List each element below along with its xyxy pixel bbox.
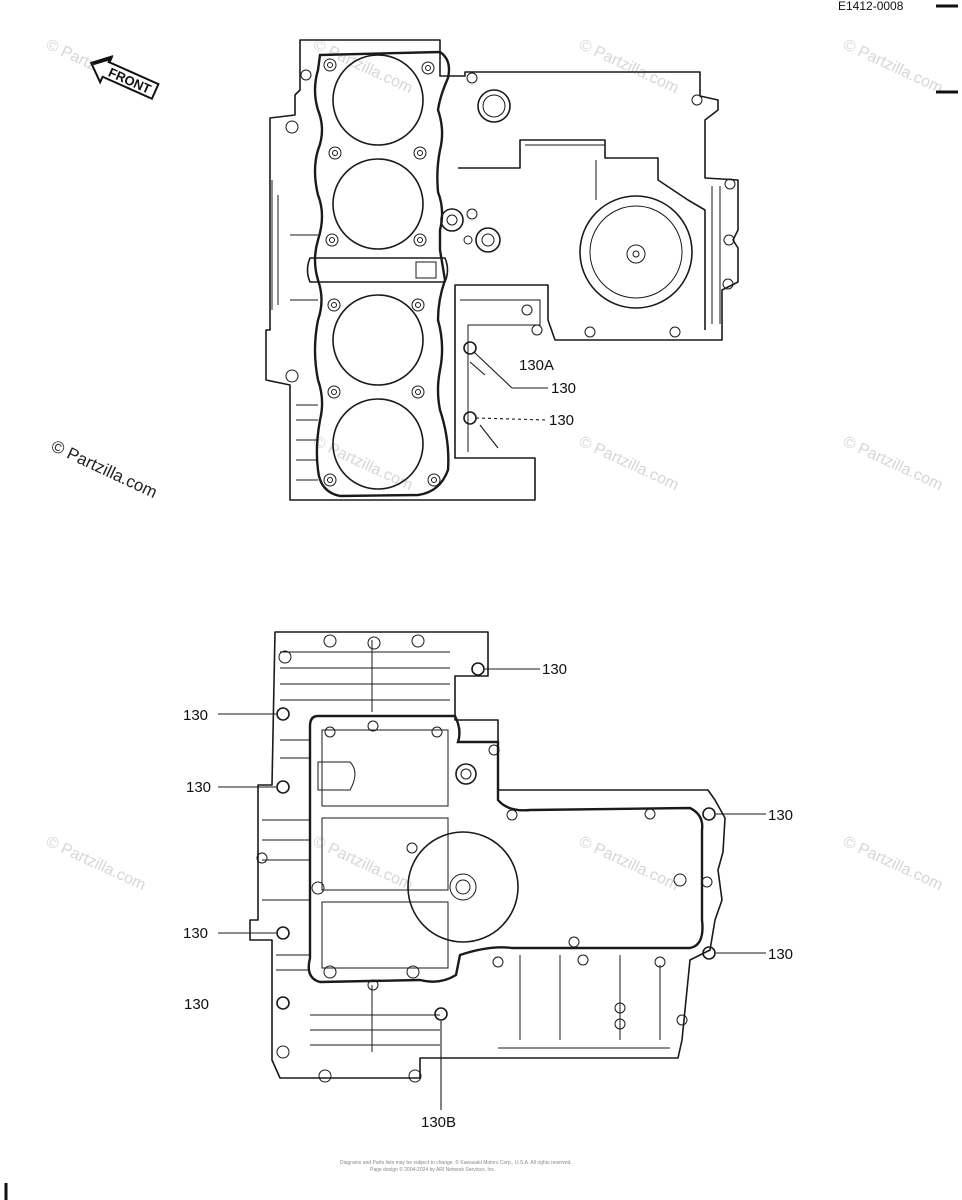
cylinder-bore	[332, 294, 424, 386]
compartment	[321, 729, 449, 807]
callout-label: 130A	[519, 357, 554, 374]
watermark-text: © Partzilla.com	[840, 36, 945, 97]
lower-crankcase-view: 130 130 130 130 130 130 130 130B	[183, 631, 793, 1131]
oil-filter-boss-ring	[449, 873, 477, 901]
clutch-cover-outer	[579, 195, 693, 309]
drain-plug-inner	[460, 768, 472, 780]
leader-lines	[218, 668, 766, 1110]
small-bosses	[440, 208, 501, 253]
clutch-cover-mid	[589, 205, 683, 299]
left-ribs	[271, 180, 318, 481]
oil-filter-boss-core	[455, 879, 471, 895]
leader-line	[475, 417, 547, 421]
upper-case-outline	[265, 39, 739, 501]
shift-housing	[458, 139, 706, 330]
drain-plug	[455, 763, 477, 785]
compartment	[321, 817, 449, 891]
lower-case-outline	[249, 631, 726, 1079]
watermark-group: © Partzilla.com © Partzilla.com © Partzi…	[43, 36, 945, 894]
callout-label: 130	[768, 807, 793, 824]
watermark-text: © Partzilla.com	[576, 833, 681, 894]
callout-label: 130	[184, 996, 209, 1013]
watermark-text: © Partzilla.com	[310, 36, 415, 97]
center-slot	[306, 257, 449, 283]
clutch-cover-hub	[626, 244, 646, 264]
callout-label: 130B	[421, 1114, 456, 1131]
copyright-line: Diagrams and Parts lists may be subject …	[340, 1159, 572, 1166]
watermark-text: © Partzilla.com	[310, 833, 415, 894]
cylinder-bore	[332, 398, 424, 490]
callout-label: 130	[768, 946, 793, 963]
watermark-main: © Partzilla.com	[48, 436, 160, 502]
upper-crankcase-view: 130A 130 130	[265, 39, 739, 501]
right-bolt-holes	[466, 72, 736, 338]
oil-gallery	[460, 299, 541, 452]
callout-label: 130	[542, 661, 567, 678]
cylinder-gasket-outline	[313, 50, 451, 498]
sump-gasket-outline	[307, 714, 704, 984]
gasket-bolt-holes	[285, 58, 441, 487]
watermark-text: © Partzilla.com	[840, 433, 945, 494]
oil-plug-inner	[482, 94, 506, 118]
watermark-text: © Partzilla.com	[43, 833, 148, 894]
leader-line	[473, 351, 513, 389]
bolt-130A	[463, 341, 477, 355]
cylinder-bore	[332, 158, 424, 250]
callout-label: 130	[183, 707, 208, 724]
callout-label: 130	[186, 779, 211, 796]
oil-plug	[477, 89, 511, 123]
oil-filter-boss-outer	[407, 831, 519, 943]
leader-line	[479, 424, 499, 449]
callout-label: 130	[549, 412, 574, 429]
diagram-code: E1412-0008	[838, 0, 904, 13]
compartment-tab	[317, 761, 356, 791]
lower-ribs	[262, 640, 670, 1052]
callout-label: 130	[183, 925, 208, 942]
watermark-text: © Partzilla.com	[576, 433, 681, 494]
center-slot-inner	[415, 261, 437, 279]
compartment	[321, 901, 449, 969]
clutch-cover-center	[632, 250, 640, 258]
bolt-130	[463, 411, 477, 425]
leader-line	[469, 361, 486, 376]
cylinder-bore	[332, 54, 424, 146]
callout-bolts	[276, 662, 716, 1021]
watermark-text: © Partzilla.com	[576, 36, 681, 97]
callout-label: 130	[551, 380, 576, 397]
watermark-text: © Partzilla.com	[840, 833, 945, 894]
perimeter-bolt-holes	[256, 634, 713, 1083]
copyright-line: Page design © 2004-2024 by ARI Network S…	[370, 1166, 495, 1173]
